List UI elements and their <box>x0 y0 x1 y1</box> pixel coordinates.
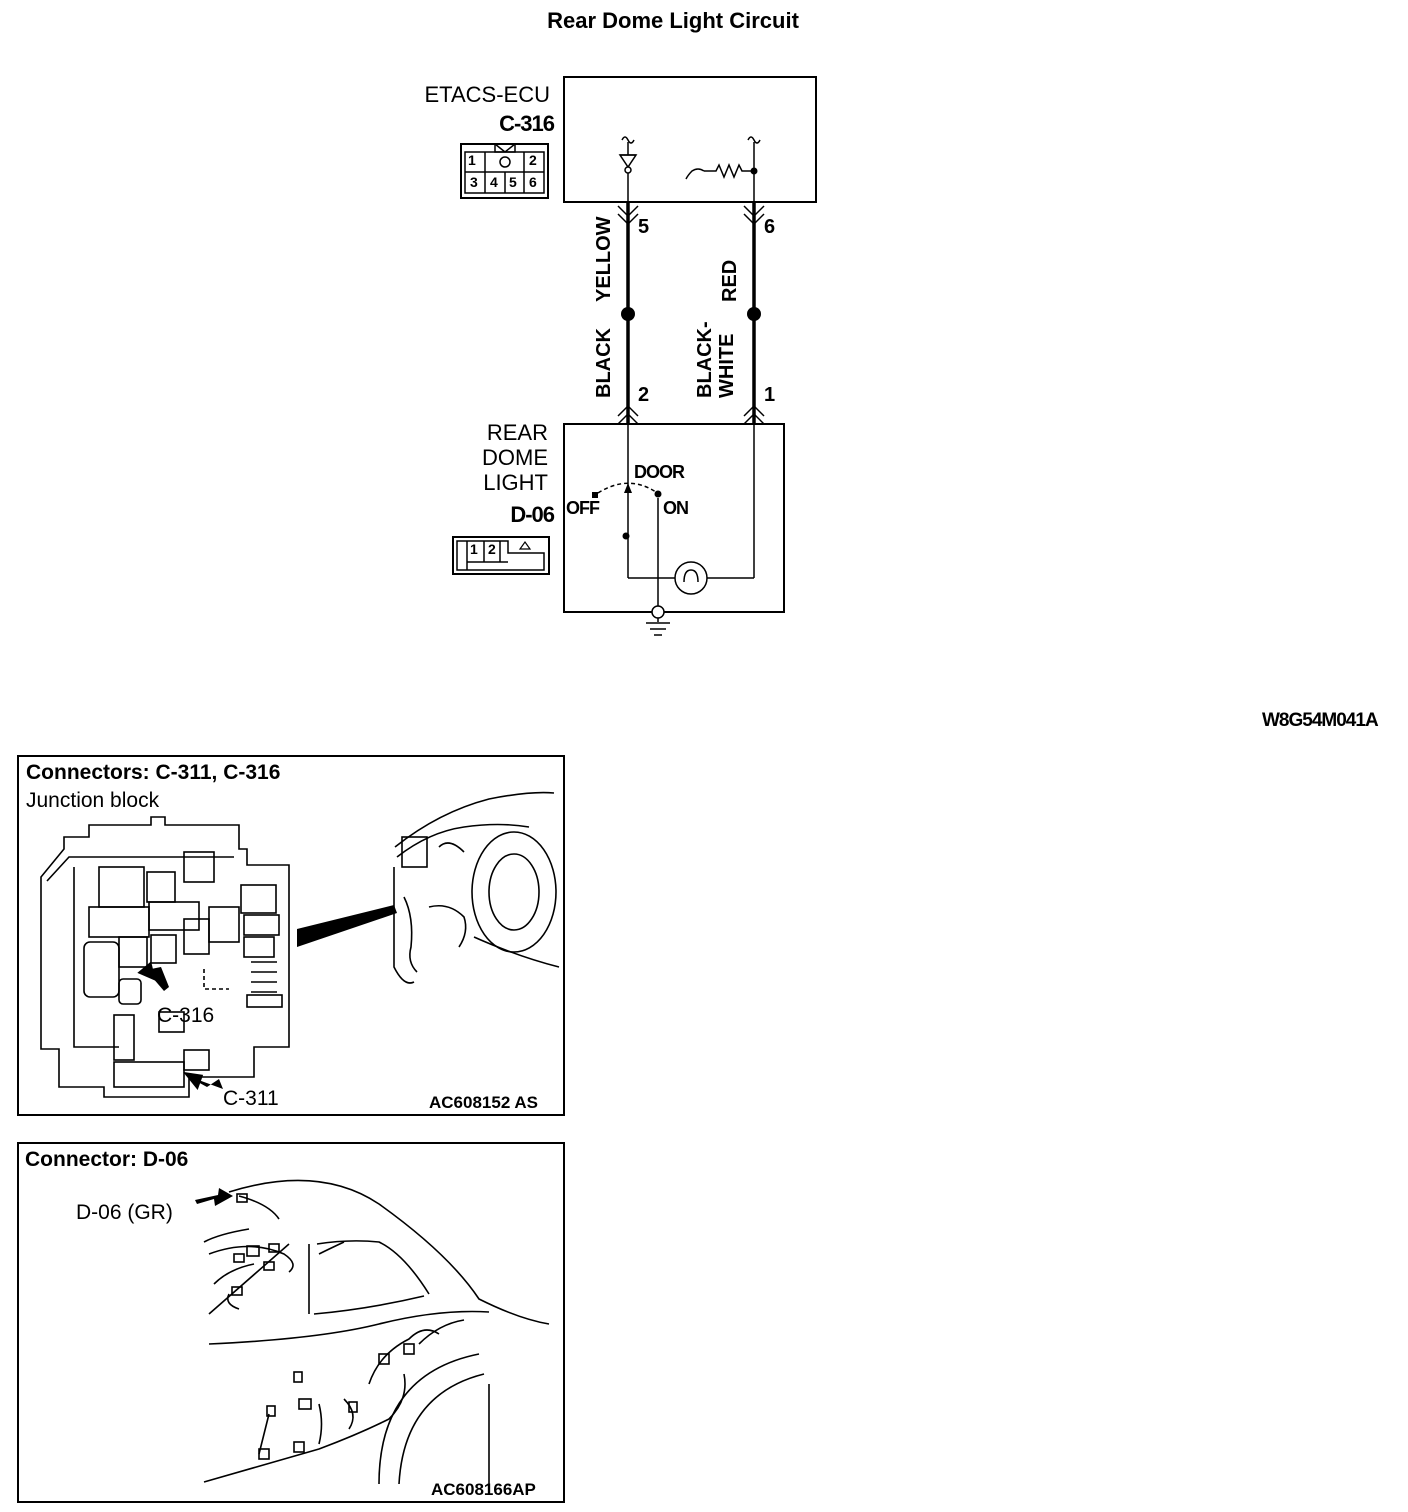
ground-icon <box>646 622 670 636</box>
circuit-diagram <box>452 76 817 636</box>
junction-block-illustration <box>40 791 560 1098</box>
c316-pin-4: 4 <box>490 174 498 190</box>
lamp-connector-label: D-06 <box>510 502 555 527</box>
c316-pin-2: 2 <box>529 152 537 168</box>
switch-door-label: DOOR <box>634 462 685 482</box>
switch-off-label: OFF <box>566 498 600 518</box>
ecu-connector-label: C-316 <box>499 111 555 136</box>
switch-on-label: ON <box>663 498 689 518</box>
panel-code: AC608166AP <box>431 1480 536 1499</box>
ecu-name: ETACS-ECU <box>424 82 551 107</box>
connector-c316-icon <box>460 143 549 199</box>
c316-pin-3: 3 <box>470 174 478 190</box>
panel-subtitle: Junction block <box>26 789 160 812</box>
c316-pin-6: 6 <box>529 174 537 190</box>
callout-d06: D-06 (GR) <box>76 1201 173 1224</box>
wire-color-red: RED <box>719 259 741 302</box>
resistor-icon <box>704 163 754 179</box>
bulb-icon <box>674 561 708 595</box>
c316-pin-1: 1 <box>468 152 476 168</box>
wire-pin-5: 5 <box>638 216 649 238</box>
wire-color-black-white: BLACK- WHITE <box>694 321 738 398</box>
page-title: Rear Dome Light Circuit <box>547 8 799 33</box>
lamp-name-line2: DOME <box>482 445 548 470</box>
figure-code: W8G54M041A <box>1262 710 1379 731</box>
d06-pin-1: 1 <box>470 541 478 557</box>
connector-panel-c311-c316: Connectors: C-311, C-316 Junction block <box>17 755 565 1116</box>
ecu-box <box>563 76 817 203</box>
wire-color-black: BLACK <box>593 328 615 398</box>
wire-pin-6: 6 <box>764 216 775 238</box>
callout-c316: C-316 <box>157 1004 215 1027</box>
connector-panel-d06: Connector: D-06 <box>17 1142 565 1503</box>
vehicle-illustration <box>195 1179 550 1485</box>
wire-pin-1: 1 <box>764 384 775 406</box>
diode-icon <box>618 154 638 169</box>
c316-pin-5: 5 <box>509 174 517 190</box>
d06-pin-2: 2 <box>488 541 496 557</box>
wire-color-yellow: YELLOW <box>593 216 615 302</box>
panel-code: AC608152 AS <box>429 1093 538 1112</box>
panel-title: Connector: D-06 <box>25 1148 189 1171</box>
connector-d06-icon <box>452 536 550 575</box>
lamp-box <box>563 423 785 613</box>
wire-pin-2: 2 <box>638 384 649 406</box>
panel-title: Connectors: C-311, C-316 <box>26 761 281 784</box>
lamp-name-line1: REAR <box>486 420 548 445</box>
callout-c311: C-311 <box>223 1087 279 1110</box>
lamp-name-line3: LIGHT <box>483 470 548 495</box>
lamp-name: REAR DOME LIGHT <box>440 420 548 495</box>
